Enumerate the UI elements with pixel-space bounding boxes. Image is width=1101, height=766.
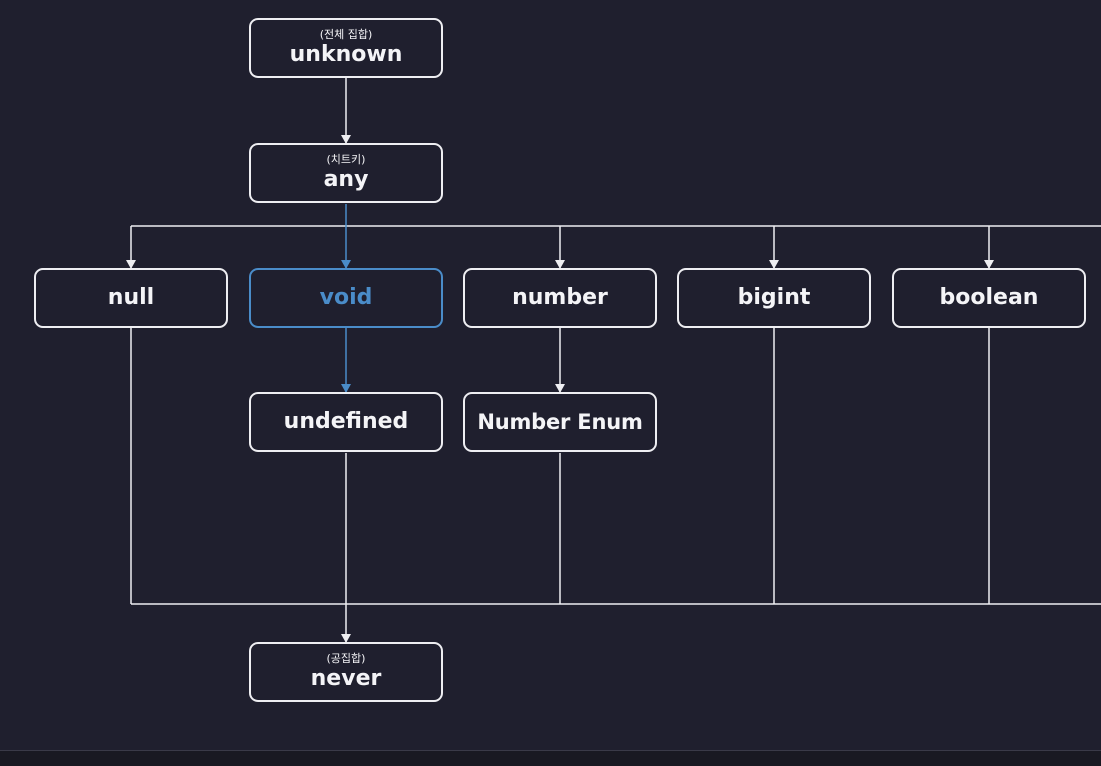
bottom-bar — [0, 750, 1101, 766]
node-boolean-label: boolean — [939, 285, 1039, 310]
node-any: (치트키) any — [249, 143, 443, 203]
node-never-note: (공집합) — [326, 652, 366, 665]
node-unknown-label: unknown — [289, 42, 403, 67]
node-any-note: (치트키) — [326, 153, 366, 166]
node-unknown-note: (전체 집합) — [319, 28, 373, 41]
node-null-label: null — [107, 285, 155, 310]
node-number: number — [463, 268, 657, 328]
node-number-enum-label: Number Enum — [477, 410, 643, 434]
node-unknown: (전체 집합) unknown — [249, 18, 443, 78]
node-undefined-label: undefined — [283, 409, 409, 434]
node-number-label: number — [512, 285, 608, 310]
node-undefined: undefined — [249, 392, 443, 452]
node-null: null — [34, 268, 228, 328]
node-bigint-label: bigint — [737, 285, 811, 310]
node-void-label: void — [319, 285, 373, 310]
node-boolean: boolean — [892, 268, 1086, 328]
node-void: void — [249, 268, 443, 328]
node-any-label: any — [323, 167, 369, 192]
node-never: (공집합) never — [249, 642, 443, 702]
node-number-enum: Number Enum — [463, 392, 657, 452]
node-bigint: bigint — [677, 268, 871, 328]
node-never-label: never — [310, 666, 382, 691]
